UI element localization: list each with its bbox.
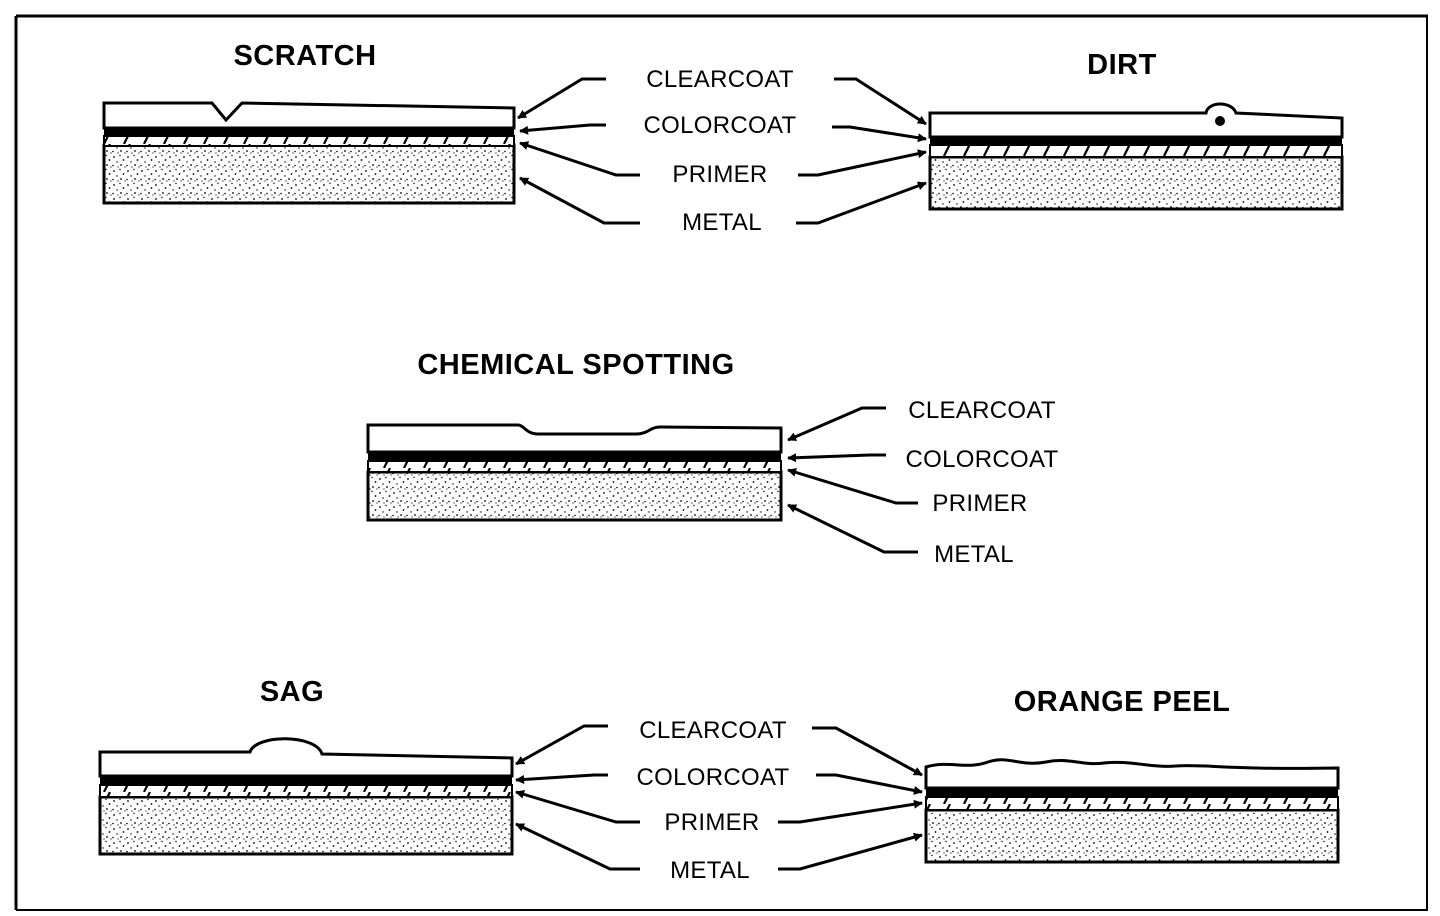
arrow-clearcoat-right <box>812 726 923 777</box>
arrow-clearcoat-right <box>834 77 927 126</box>
colorcoat-layer <box>926 788 1338 797</box>
chemical-spotting-title: CHEMICAL SPOTTING <box>417 349 734 381</box>
arrow-colorcoat <box>787 453 886 463</box>
arrow-primer-left <box>519 141 640 177</box>
clearcoat-layer <box>924 758 1340 790</box>
bottom-layer-labels: CLEARCOAT COLORCOAT PRIMER METAL <box>637 717 790 884</box>
dirt-cross-section <box>928 102 1344 211</box>
middle-layer-labels: CLEARCOAT COLORCOAT PRIMER METAL <box>906 397 1059 568</box>
dirt-title: DIRT <box>1087 49 1157 81</box>
primer-layer <box>99 784 513 798</box>
clearcoat-layer <box>366 423 783 454</box>
scratch-cross-section <box>102 101 516 205</box>
dirt-particle <box>1215 116 1225 126</box>
label-metal: METAL <box>670 857 750 884</box>
colorcoat-layer <box>100 776 512 785</box>
metal-layer <box>98 795 514 856</box>
clearcoat-layer <box>102 101 516 130</box>
label-colorcoat: COLORCOAT <box>644 112 797 139</box>
arrow-metal <box>787 503 918 554</box>
arrow-primer-left <box>515 790 640 824</box>
label-colorcoat: COLORCOAT <box>637 764 790 791</box>
top-layer-labels: CLEARCOAT COLORCOAT PRIMER METAL <box>644 66 797 236</box>
clearcoat-layer <box>98 737 514 778</box>
primer-layer <box>367 460 782 473</box>
arrow-primer-right <box>798 149 927 177</box>
arrow-primer <box>787 468 918 505</box>
colorcoat-layer <box>930 137 1342 145</box>
arrow-metal-right <box>796 181 927 225</box>
label-clearcoat: CLEARCOAT <box>908 397 1056 424</box>
orange-peel-title: ORANGE PEEL <box>1014 686 1231 718</box>
orange-peel-cross-section <box>924 758 1340 864</box>
scratch-title: SCRATCH <box>233 40 376 72</box>
chemical-spotting-cross-section <box>366 423 783 522</box>
label-colorcoat: COLORCOAT <box>906 446 1059 473</box>
label-clearcoat: CLEARCOAT <box>639 717 787 744</box>
colorcoat-layer <box>104 128 514 136</box>
arrow-clearcoat-left <box>517 77 606 120</box>
arrow-colorcoat-left <box>519 123 606 135</box>
label-metal: METAL <box>934 541 1014 568</box>
middle-leader-arrows <box>787 406 918 554</box>
arrow-colorcoat-right <box>832 125 927 143</box>
primer-layer <box>103 135 515 147</box>
bottom-leader-arrows <box>515 724 923 871</box>
label-primer: PRIMER <box>664 809 759 836</box>
sag-title: SAG <box>260 676 324 708</box>
metal-layer <box>924 808 1340 864</box>
top-leader-arrows <box>517 77 927 225</box>
arrow-colorcoat-left <box>515 773 608 784</box>
chemical-spotting-panel: CHEMICAL SPOTTING <box>366 349 783 522</box>
arrow-primer-right <box>778 799 923 824</box>
scratch-panel: SCRATCH <box>102 40 516 205</box>
sag-cross-section <box>98 737 514 856</box>
colorcoat-layer <box>368 452 781 461</box>
arrow-clearcoat <box>787 406 886 442</box>
dirt-panel: DIRT <box>928 49 1344 211</box>
metal-layer <box>102 143 516 205</box>
arrow-metal-left <box>515 822 640 871</box>
metal-layer <box>928 155 1344 211</box>
arrow-metal-right <box>778 832 923 871</box>
arrow-clearcoat-left <box>515 724 608 766</box>
sag-panel: SAG <box>98 676 514 856</box>
label-clearcoat: CLEARCOAT <box>646 66 794 93</box>
label-primer: PRIMER <box>932 490 1027 517</box>
metal-layer <box>366 470 783 522</box>
label-primer: PRIMER <box>672 161 767 188</box>
primer-layer <box>929 144 1343 158</box>
page-frame <box>14 14 1428 911</box>
orange-peel-panel: ORANGE PEEL <box>924 686 1340 864</box>
primer-layer <box>925 796 1339 811</box>
clearcoat-layer <box>928 102 1344 139</box>
arrow-metal-left <box>519 176 640 225</box>
arrow-colorcoat-right <box>816 773 923 795</box>
label-metal: METAL <box>682 209 762 236</box>
